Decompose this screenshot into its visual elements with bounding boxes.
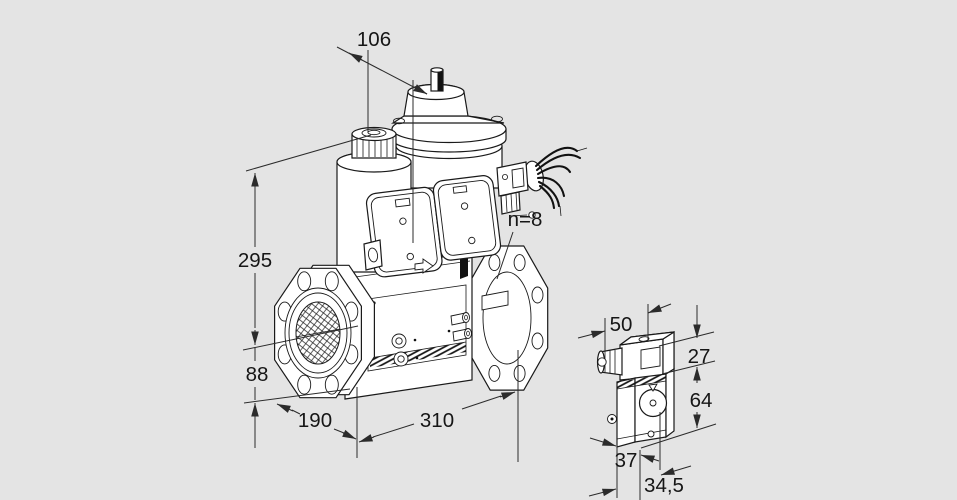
screw-plug-2	[452, 328, 472, 342]
cover-right	[432, 175, 502, 261]
cover-screw	[399, 217, 407, 225]
dim-label-34-5: 34,5	[644, 474, 684, 497]
dim-label-37: 37	[615, 449, 638, 472]
body-tab	[481, 290, 509, 311]
cover-screw	[468, 236, 476, 245]
flange-ear-slot-left	[393, 117, 405, 125]
dimension-lines-main: 106 295 88 190 310 n=8	[238, 28, 543, 462]
dim-label-106: 106	[357, 28, 391, 51]
switch-nut	[596, 347, 623, 376]
valve-main-view	[274, 67, 588, 400]
switch-body	[607, 367, 675, 448]
cover-left-hinge	[363, 239, 383, 271]
pressure-switch-side-view	[596, 330, 675, 448]
cover-left	[365, 186, 443, 278]
bottom-screw	[647, 430, 655, 438]
dim-label-295: 295	[238, 249, 272, 272]
dim-label-50: 50	[610, 313, 633, 336]
dim-label-310: 310	[420, 409, 454, 432]
wires	[508, 146, 588, 219]
flow-direction-arrow	[414, 258, 434, 274]
flange-ear-slot-right	[491, 115, 503, 123]
dim-label-190: 190	[298, 409, 332, 432]
left-flange	[274, 264, 375, 399]
cover-screw	[406, 252, 414, 261]
actuator-tower	[390, 67, 507, 189]
dim-label-64: 64	[690, 389, 713, 412]
cover-screw	[460, 202, 469, 210]
dimension-lines-side: 50 27 64 37 34,5	[577, 303, 717, 500]
cable-connector	[496, 146, 588, 219]
knurled-cap	[351, 126, 397, 159]
screw-plug-1	[450, 312, 470, 326]
label-bolt-count: n=8	[508, 208, 543, 231]
right-flange	[465, 245, 549, 391]
dim-label-88: 88	[246, 363, 269, 386]
wire-ring-terminal	[528, 211, 536, 219]
connector-nut	[500, 191, 521, 215]
switch-connector	[619, 330, 675, 381]
dim-label-27: 27	[688, 345, 711, 368]
